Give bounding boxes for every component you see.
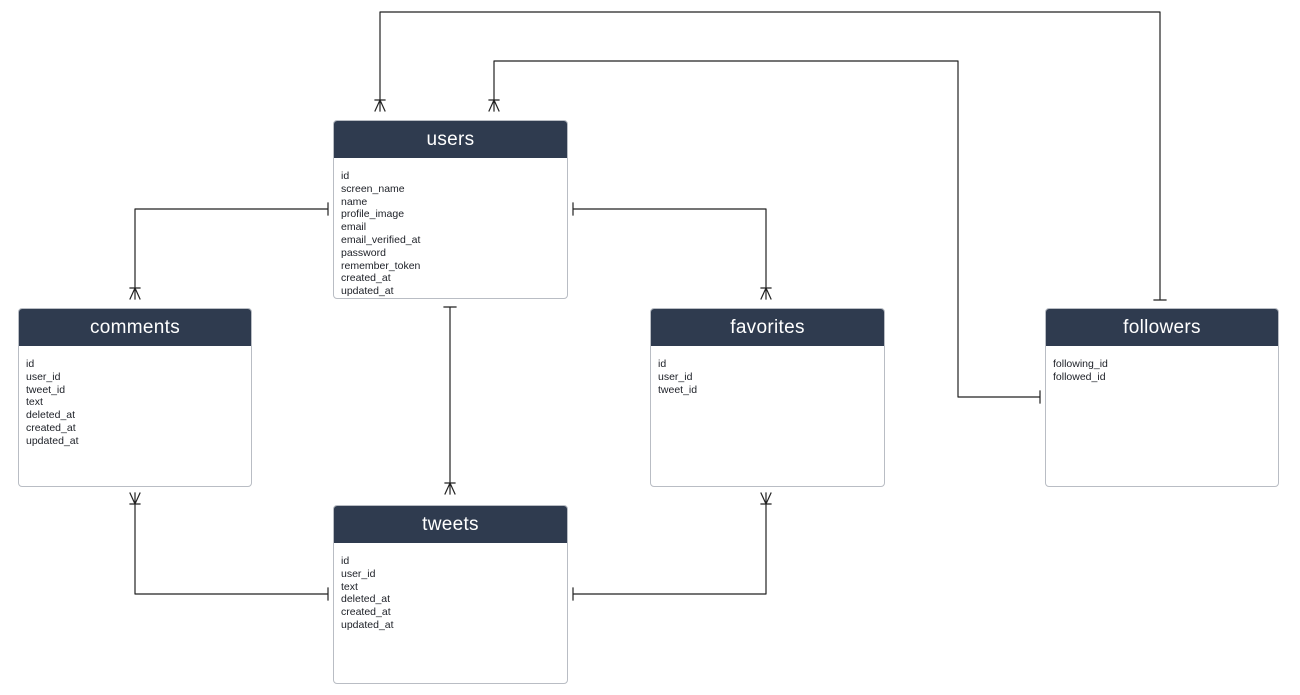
field-id: id bbox=[658, 358, 667, 370]
field-list: id user_id tweet_id text deleted_at crea… bbox=[19, 346, 251, 448]
field-created-at: created_at bbox=[341, 606, 391, 619]
entity-followers[interactable]: followers following_id followed_id bbox=[1045, 308, 1279, 487]
field-tweet-id: tweet_id bbox=[26, 383, 66, 396]
rel-followers-users-inner bbox=[488, 60, 1041, 404]
field-created-at: created_at bbox=[26, 421, 76, 434]
field-name: name bbox=[341, 195, 368, 208]
entity-favorites[interactable]: favorites id user_id tweet_id bbox=[650, 308, 885, 487]
field-text: text bbox=[341, 580, 358, 593]
field-list: following_id followed_id bbox=[1046, 346, 1278, 384]
field-email-verified-at: email_verified_at bbox=[341, 233, 421, 246]
field-id: id bbox=[341, 555, 350, 567]
rel-tweets-favorites bbox=[572, 492, 772, 601]
entity-title: users bbox=[334, 121, 567, 158]
field-user-id: user_id bbox=[26, 370, 61, 383]
field-id: id bbox=[26, 358, 35, 370]
entity-title: followers bbox=[1046, 309, 1278, 346]
rel-users-tweets bbox=[443, 306, 457, 495]
rel-users-favorites bbox=[572, 202, 772, 300]
field-profile-image: profile_image bbox=[341, 208, 405, 221]
field-deleted-at: deleted_at bbox=[26, 409, 76, 422]
entity-title: tweets bbox=[334, 506, 567, 543]
entity-title: favorites bbox=[651, 309, 884, 346]
field-created-at: created_at bbox=[341, 272, 391, 285]
rel-users-comments bbox=[129, 202, 329, 300]
field-id: id bbox=[341, 170, 350, 182]
field-list: id user_id tweet_id bbox=[651, 346, 884, 396]
field-updated-at: updated_at bbox=[341, 285, 394, 298]
field-remember-token: remember_token bbox=[341, 259, 421, 272]
field-user-id: user_id bbox=[341, 567, 376, 580]
field-followed-id: followed_id bbox=[1053, 370, 1106, 383]
field-list: id user_id text deleted_at created_at up… bbox=[334, 543, 567, 632]
field-tweet-id: tweet_id bbox=[658, 383, 698, 396]
rel-followers-users-outer bbox=[374, 11, 1167, 301]
rel-tweets-comments bbox=[129, 492, 329, 601]
field-deleted-at: deleted_at bbox=[341, 593, 391, 606]
field-updated-at: updated_at bbox=[341, 618, 394, 631]
entity-tweets[interactable]: tweets id user_id text deleted_at create… bbox=[333, 505, 568, 684]
entity-users[interactable]: users id screen_name name profile_image … bbox=[333, 120, 568, 299]
field-email: email bbox=[341, 221, 367, 234]
field-list: id screen_name name profile_image email … bbox=[334, 158, 567, 298]
field-text: text bbox=[26, 396, 43, 409]
field-following-id: following_id bbox=[1053, 358, 1108, 370]
entity-title: comments bbox=[19, 309, 251, 346]
field-updated-at: updated_at bbox=[26, 434, 79, 447]
entity-comments[interactable]: comments id user_id tweet_id text delete… bbox=[18, 308, 252, 487]
field-password: password bbox=[341, 246, 386, 259]
field-user-id: user_id bbox=[658, 370, 693, 383]
field-screen-name: screen_name bbox=[341, 182, 405, 195]
